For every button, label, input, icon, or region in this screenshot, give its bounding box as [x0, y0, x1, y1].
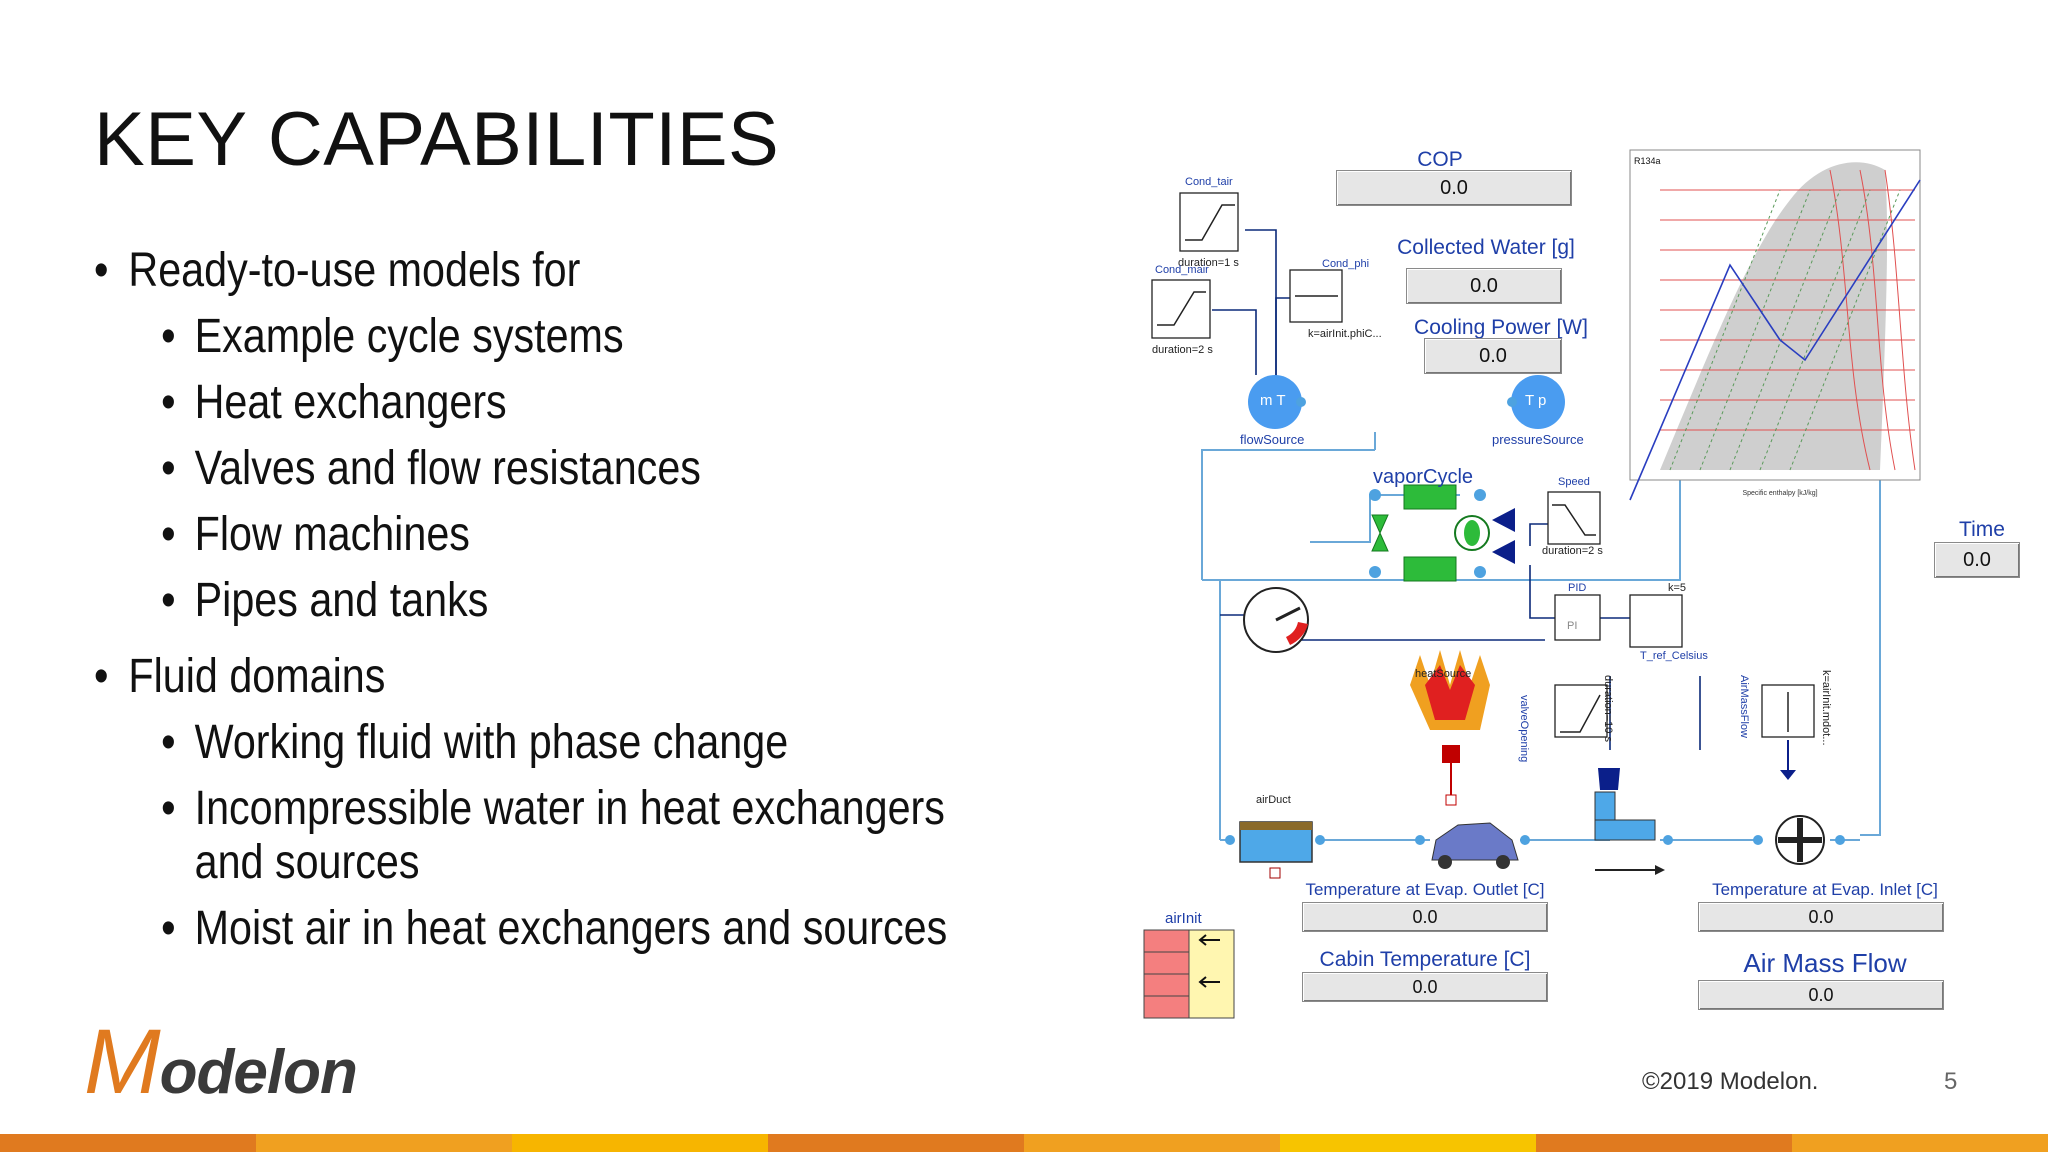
heat-source-icon	[1410, 650, 1490, 806]
cooling-power-label: Cooling Power [W]	[1414, 316, 1588, 339]
sub-bullet-item: Pipes and tanks	[94, 574, 954, 628]
copyright: ©2019 Modelon.	[1642, 1068, 1819, 1095]
page-title: KEY CAPABILITIES	[94, 97, 780, 182]
temp-evap-inlet-display: 0.0	[1698, 902, 1944, 932]
air-init-label: airInit	[1165, 910, 1202, 927]
air-mass-flow-label: Air Mass Flow	[1743, 948, 1907, 978]
compressor-drive-icon	[1492, 508, 1515, 564]
cabin-car-icon	[1431, 822, 1519, 869]
k5-label: k=5	[1668, 582, 1687, 594]
temp-evap-inlet-label: Temperature at Evap. Inlet [C]	[1712, 880, 1938, 899]
cond-tair-duration: duration=1 s	[1178, 257, 1239, 269]
pressure-source-icon	[1511, 375, 1565, 429]
sub-bullet-item: Example cycle systems	[94, 310, 954, 364]
speed-duration: duration=2 s	[1542, 545, 1603, 557]
flow-source-icon-text: m T	[1260, 392, 1286, 409]
collected-water-label: Collected Water [g]	[1397, 236, 1575, 259]
ph-diagram-chart: R134a Specific enthalpy [kJ/kg]	[1629, 149, 1921, 501]
air-init-icon	[1143, 929, 1235, 1019]
speed-label: Speed	[1558, 476, 1590, 488]
pressure-source-icon-text: T p	[1525, 392, 1547, 409]
cond-phi-param: k=airInit.phiC...	[1308, 328, 1382, 340]
cop-display: 0.0	[1336, 170, 1572, 206]
expansion-valve-icon	[1371, 514, 1389, 552]
sub-bullet-item: Incompressible water in heat exchangers …	[94, 782, 1003, 890]
logo-text: odelon	[159, 1038, 358, 1107]
sub-bullet-item: Valves and flow resistances	[94, 442, 954, 496]
bullet-item: Fluid domains	[94, 650, 954, 704]
air-mass-flow-display: 0.0	[1698, 980, 1944, 1010]
pid-icon-text: PI	[1567, 620, 1578, 632]
footer-bar-segment	[1536, 1134, 1792, 1152]
air-duct-label: airDuct	[1256, 794, 1291, 806]
vapor-cycle-label: vaporCycle	[1373, 466, 1474, 488]
temp-evap-outlet-display: 0.0	[1302, 902, 1548, 932]
footer-bar-segment	[0, 1134, 256, 1152]
bullet-list: Ready-to-use models forExample cycle sys…	[94, 236, 1094, 956]
footer-bar-segment	[512, 1134, 768, 1152]
cabin-temp-label: Cabin Temperature [C]	[1319, 948, 1531, 971]
fan-icon	[1775, 740, 1825, 865]
heat-source-label: heatSource	[1415, 668, 1472, 680]
air-valve-icon	[1594, 768, 1665, 875]
cond-mair-duration: duration=2 s	[1152, 344, 1213, 356]
cabin-temp-display: 0.0	[1302, 972, 1548, 1002]
ph-fluid-label: R134a	[1634, 156, 1661, 166]
diagram-canvas: R134a Specific enthalpy [kJ/kg]	[1143, 149, 1921, 1019]
valve-opening-label: valveOpening	[1518, 695, 1530, 763]
sub-bullet-item: Heat exchangers	[94, 376, 954, 430]
connector-line	[1201, 432, 1376, 580]
pressure-source-label: pressureSource	[1492, 432, 1584, 447]
footer-color-bar	[0, 1134, 2048, 1152]
pid-label: PID	[1568, 582, 1587, 594]
air-mass-flow-block-label: AirMassFlow	[1738, 675, 1750, 738]
footer-bar-segment	[1280, 1134, 1536, 1152]
time-display: 0.0	[1934, 542, 2020, 578]
valve-duration: duration=10 s	[1602, 675, 1614, 742]
footer-bar-segment	[1024, 1134, 1280, 1152]
t-ref-label: T_ref_Celsius	[1640, 650, 1708, 662]
footer-bar-segment	[1792, 1134, 2048, 1152]
footer-bar-segment	[256, 1134, 512, 1152]
cop-label: COP	[1417, 148, 1463, 171]
logo-m: M	[84, 1011, 161, 1113]
air-mass-flow-param: k=airInit.mdot...	[1820, 670, 1832, 746]
evaporator-hx	[1403, 556, 1457, 582]
model-diagram: R134a Specific enthalpy [kJ/kg]	[1140, 140, 2040, 1030]
temp-evap-outlet-label: Temperature at Evap. Outlet [C]	[1305, 880, 1545, 899]
cond-tair-label: Cond_tair	[1185, 176, 1233, 188]
page-number: 5	[1944, 1068, 1958, 1095]
flow-source-label: flowSource	[1240, 432, 1305, 447]
bullet-item: Ready-to-use models for	[94, 244, 954, 298]
collected-water-display: 0.0	[1406, 268, 1562, 304]
cond-mair-label: Cond_mair	[1155, 264, 1209, 276]
footer-bar-segment	[768, 1134, 1024, 1152]
modelon-logo: Modelon	[84, 1010, 358, 1115]
time-label: Time	[1959, 518, 2005, 541]
cond-phi-label: Cond_phi	[1322, 258, 1370, 270]
cooling-power-display: 0.0	[1424, 338, 1562, 374]
flow-source-icon	[1248, 375, 1302, 429]
sub-bullet-item: Flow machines	[94, 508, 954, 562]
ph-xlabel: Specific enthalpy [kJ/kg]	[1742, 490, 1817, 497]
sub-bullet-item: Working fluid with phase change	[94, 716, 954, 770]
sub-bullet-item: Moist air in heat exchangers and sources	[94, 902, 954, 956]
condenser-hx	[1403, 484, 1457, 510]
